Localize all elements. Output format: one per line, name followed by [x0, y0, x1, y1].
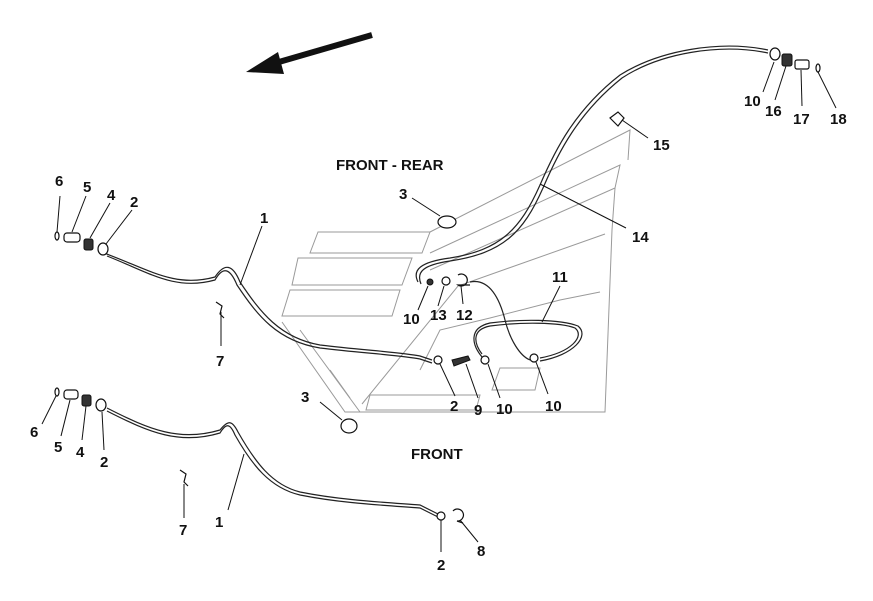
part-label-6: 6: [30, 424, 38, 441]
part-label-10: 10: [496, 401, 513, 418]
heading-front-rear: FRONT - REAR: [336, 157, 444, 174]
part-label-12: 12: [456, 307, 473, 324]
part-label-1: 1: [215, 514, 223, 531]
part-label-3: 3: [399, 186, 407, 203]
leader-lines: [41, 61, 837, 552]
heading-front: FRONT: [411, 446, 463, 463]
brake-lines: [103, 45, 769, 518]
part-label-2: 2: [130, 194, 138, 211]
part-label-13: 13: [430, 307, 447, 324]
part-label-8: 8: [477, 543, 485, 560]
part-label-10: 10: [545, 398, 562, 415]
fittings: [54, 47, 821, 524]
part-label-5: 5: [54, 439, 62, 456]
part-label-6: 6: [55, 173, 63, 190]
part-label-1: 1: [260, 210, 268, 227]
part-label-5: 5: [83, 179, 91, 196]
part-label-7: 7: [216, 353, 224, 370]
part-labels: 6 5 4 2 1 7 3 3 6 5 4 2 7 1 2 8 2 9 10 1…: [30, 93, 847, 574]
part-label-2: 2: [437, 557, 445, 574]
part-label-9: 9: [474, 402, 482, 419]
part-label-17: 17: [793, 111, 810, 128]
part-label-7: 7: [179, 522, 187, 539]
part-label-15: 15: [653, 137, 670, 154]
part-label-11: 11: [552, 269, 568, 286]
part-label-10: 10: [744, 93, 761, 110]
part-label-18: 18: [830, 111, 847, 128]
part-label-14: 14: [632, 229, 649, 246]
part-label-2: 2: [100, 454, 108, 471]
vehicle-frame-outline: [281, 129, 631, 413]
part-label-4: 4: [107, 187, 116, 204]
part-label-10: 10: [403, 311, 420, 328]
direction-arrow: [246, 32, 373, 74]
part-label-16: 16: [765, 103, 782, 120]
part-label-3: 3: [301, 389, 309, 406]
part-label-2: 2: [450, 398, 458, 415]
part-label-4: 4: [76, 444, 85, 461]
